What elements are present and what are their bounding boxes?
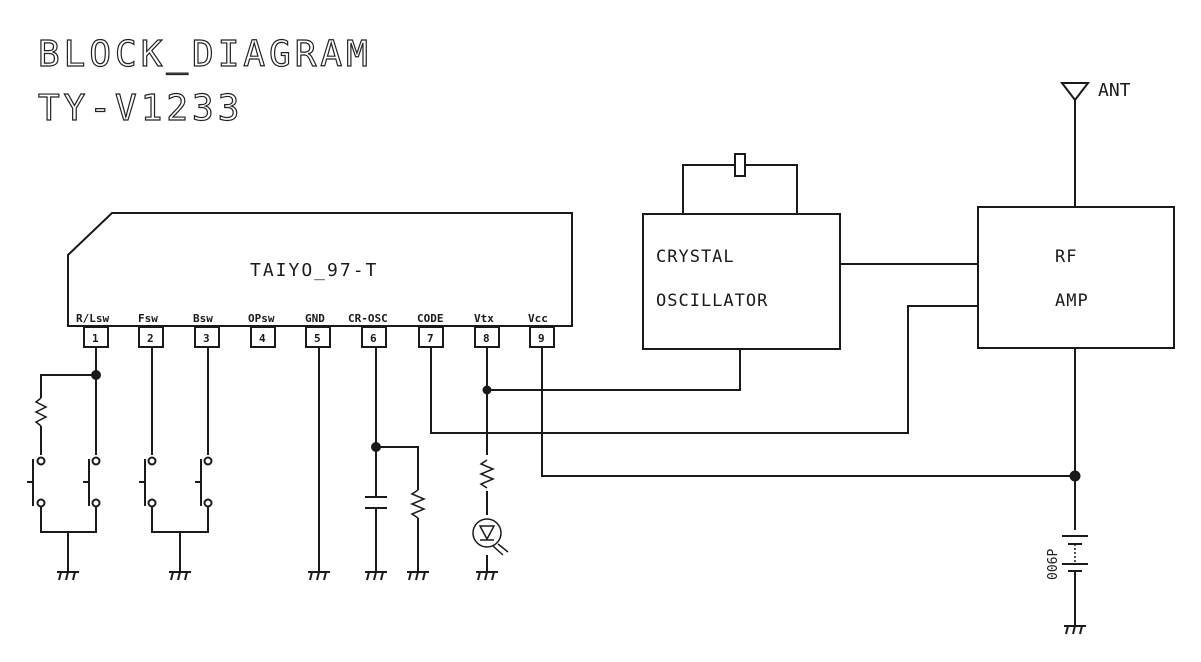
pin-7: 7 — [418, 326, 444, 348]
pin-number-3: 3 — [203, 332, 210, 345]
pin-label-7: CODE — [417, 312, 444, 325]
resistor-icon — [410, 489, 426, 519]
ground-icon — [476, 571, 498, 581]
oscillator-label: OSCILLATOR — [656, 291, 768, 311]
pin-number-2: 2 — [147, 332, 154, 345]
junction-dot — [1069, 470, 1081, 482]
pin-number-6: 6 — [370, 332, 377, 345]
vtx-to-osc-wire — [487, 349, 741, 391]
diagram-title: BLOCK_DIAGRAM — [38, 34, 372, 75]
capacitor-icon — [365, 496, 387, 509]
pin-3: 3 — [194, 326, 220, 348]
pin-6: 6 — [361, 326, 387, 348]
ground-icon — [308, 571, 330, 581]
ic-chip: TAIYO_97-T — [67, 212, 573, 327]
pin-number-7: 7 — [427, 332, 434, 345]
rf-amp-block: RF AMP — [977, 206, 1175, 349]
pin-9: 9 — [529, 326, 555, 348]
led-icon — [472, 518, 502, 548]
rf-label: RF — [1055, 247, 1077, 267]
amp-label: AMP — [1055, 291, 1089, 311]
resistor-icon — [34, 397, 48, 427]
switch-network-rl-f — [27, 347, 101, 581]
ground-icon — [407, 571, 429, 581]
pin-5: 5 — [305, 326, 331, 348]
pin-2: 2 — [138, 326, 164, 348]
model-number: TY-V1233 — [38, 88, 243, 129]
pin-number-5: 5 — [314, 332, 321, 345]
ground-icon — [365, 571, 387, 581]
pin-label-3: Bsw — [193, 312, 213, 325]
ground-icon — [57, 571, 79, 581]
antenna-label: ANT — [1098, 80, 1131, 101]
antenna-icon: ANT — [1059, 80, 1131, 207]
pin-label-5: GND — [305, 312, 325, 325]
pin-label-1: R/Lsw — [76, 312, 109, 325]
crystal-icon — [682, 153, 798, 214]
ground-icon — [169, 571, 191, 581]
code-wire — [430, 305, 978, 434]
battery-label: 006P — [1046, 549, 1061, 580]
ic-body — [67, 212, 573, 327]
pin-number-4: 4 — [259, 332, 266, 345]
junction-dot — [482, 385, 492, 395]
crystal-label: CRYSTAL — [656, 247, 735, 267]
battery-icon: 006P — [1046, 535, 1088, 626]
vcc-wire — [541, 347, 1075, 477]
pin-label-8: Vtx — [474, 312, 494, 325]
vtx-led-network — [472, 455, 509, 581]
ground-icon — [1064, 625, 1086, 635]
pin-label-2: Fsw — [138, 312, 158, 325]
resistor-icon — [479, 459, 495, 489]
pin-label-9: Vcc — [528, 312, 548, 325]
pin-1: 1 — [83, 326, 109, 348]
pin-label-6: CR-OSC — [348, 312, 388, 325]
gnd-wire — [308, 347, 330, 581]
cr-osc-network — [365, 347, 429, 581]
pin-4: 4 — [250, 326, 276, 348]
pin-8: 8 — [474, 326, 500, 348]
switch-network-f-b — [139, 347, 213, 581]
crystal-oscillator-block: CRYSTAL OSCILLATOR — [642, 213, 841, 350]
pin-number-8: 8 — [483, 332, 490, 345]
pin-number-1: 1 — [92, 332, 99, 345]
pin-number-9: 9 — [538, 332, 545, 345]
pin-label-4: OPsw — [248, 312, 275, 325]
ic-name: TAIYO_97-T — [250, 260, 378, 281]
